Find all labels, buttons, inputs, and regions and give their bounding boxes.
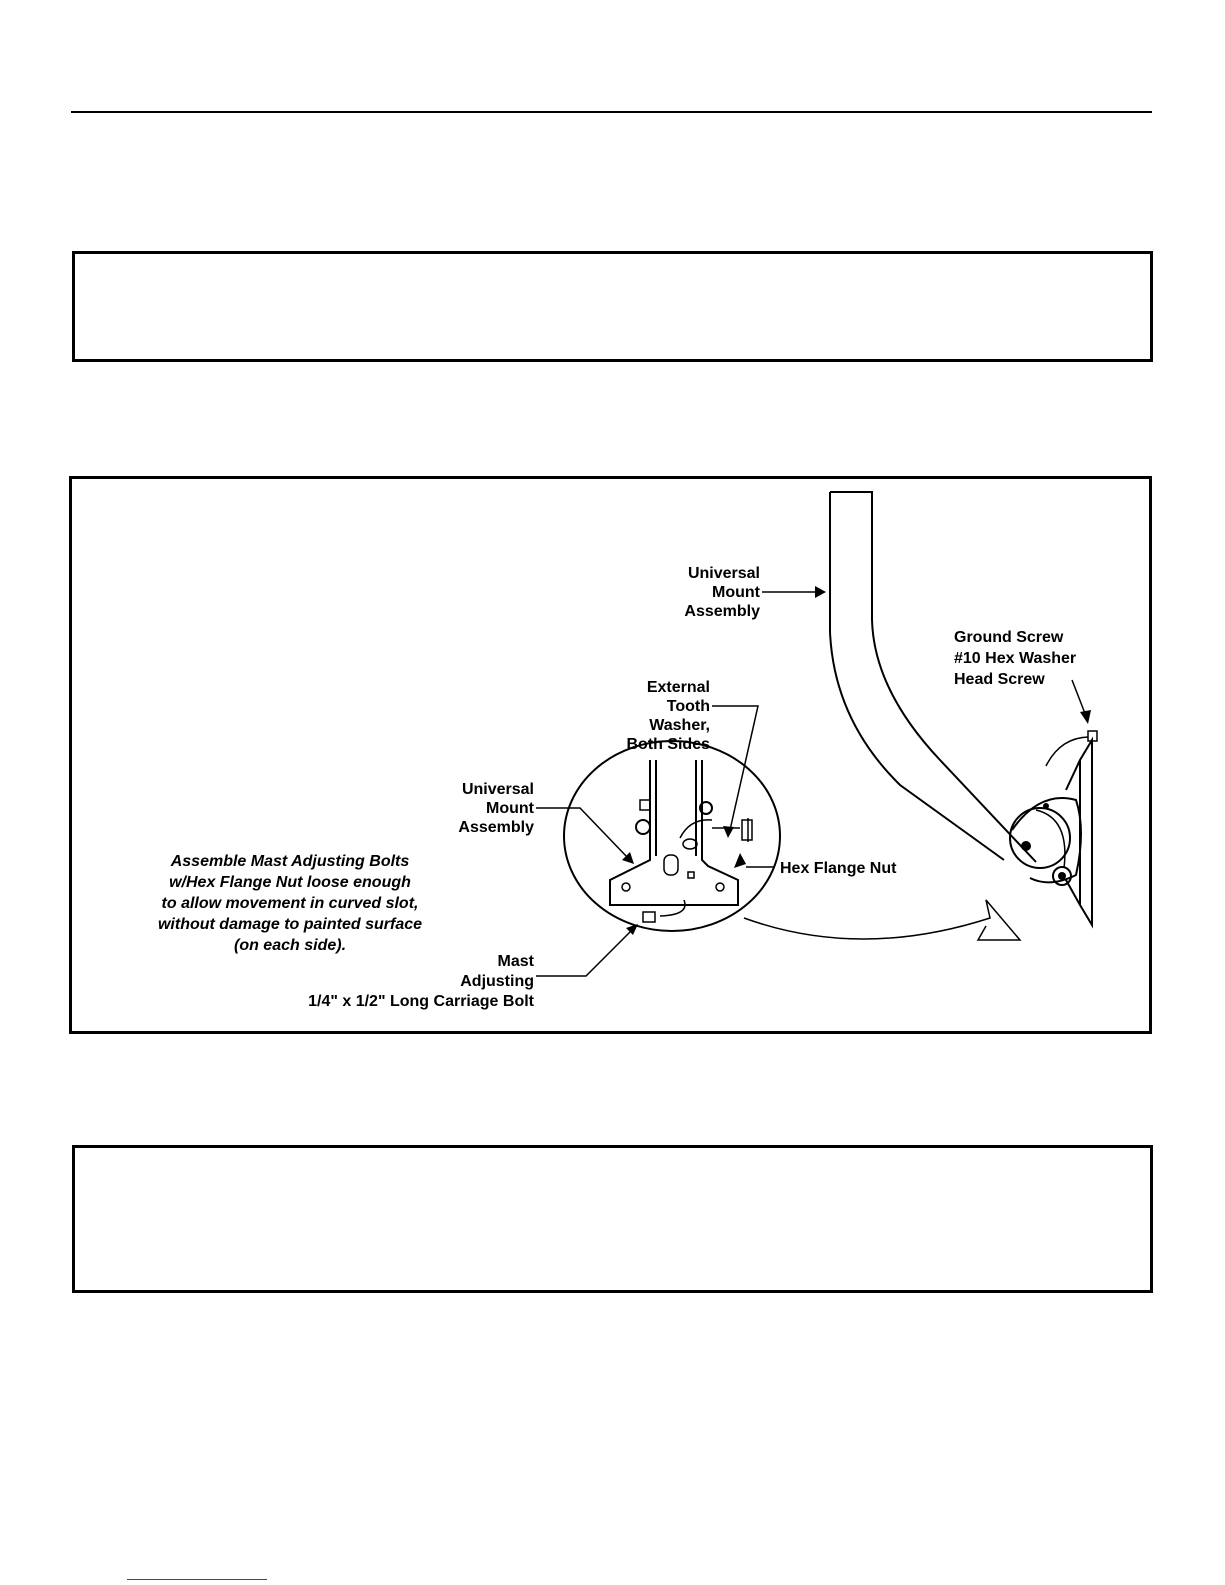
- mast-tube-left-edge: [829, 492, 1005, 861]
- text-box-bottom: [72, 1145, 1153, 1293]
- footer-link-line: [127, 1579, 267, 1580]
- svg-text:Adjusting: Adjusting: [460, 973, 534, 990]
- svg-text:Mount: Mount: [486, 800, 535, 817]
- svg-text:(on each side).: (on each side).: [234, 937, 346, 954]
- header-rule: [71, 111, 1152, 113]
- label-hex-flange-nut: Hex Flange Nut: [780, 860, 897, 877]
- svg-text:Assembly: Assembly: [684, 603, 760, 620]
- svg-text:Universal: Universal: [688, 565, 760, 582]
- svg-text:1/4" x 1/2" Long Carriage Bolt: 1/4" x 1/2" Long Carriage Bolt: [308, 993, 535, 1010]
- svg-text:Assembly: Assembly: [458, 819, 534, 836]
- label-universal-mount-left: Universal Mount Assembly: [458, 781, 534, 836]
- svg-text:without damage to painted surf: without damage to painted surface: [158, 916, 422, 933]
- detail-arrow: [743, 899, 1022, 941]
- svg-text:Both Sides: Both Sides: [626, 736, 710, 753]
- svg-text:Mount: Mount: [712, 584, 761, 601]
- svg-text:Washer,: Washer,: [649, 717, 710, 734]
- svg-text:External: External: [647, 679, 710, 696]
- label-external-tooth-washer: External Tooth Washer, Both Sides: [626, 679, 710, 753]
- label-mast-adjusting: Mast Adjusting 1/4" x 1/2" Long Carriage…: [308, 953, 535, 1010]
- svg-text:#10 Hex Washer: #10 Hex Washer: [954, 650, 1076, 667]
- label-assemble-note: Assemble Mast Adjusting Bolts w/Hex Flan…: [158, 853, 422, 954]
- label-ground-screw: Ground Screw #10 Hex Washer Head Screw: [954, 629, 1076, 688]
- text-box-top: [72, 251, 1153, 362]
- svg-text:Tooth: Tooth: [667, 698, 710, 715]
- label-universal-mount-top: Universal Mount Assembly: [684, 565, 760, 620]
- svg-text:Assemble Mast Adjusting Bolts: Assemble Mast Adjusting Bolts: [170, 853, 410, 870]
- svg-text:Ground Screw: Ground Screw: [954, 629, 1064, 646]
- figure-frame: [69, 476, 1152, 1034]
- detail-bracket: [609, 760, 753, 923]
- svg-text:Mast: Mast: [498, 953, 535, 970]
- svg-text:to allow movement in curved sl: to allow movement in curved slot,: [162, 895, 419, 912]
- wall-mount-bracket: [1009, 730, 1098, 929]
- detail-circle: [563, 740, 781, 932]
- svg-text:w/Hex Flange Nut loose enough: w/Hex Flange Nut loose enough: [169, 874, 411, 891]
- svg-text:Head Screw: Head Screw: [954, 671, 1045, 688]
- svg-text:Universal: Universal: [462, 781, 534, 798]
- mast-tube-right-edge: [830, 491, 1037, 863]
